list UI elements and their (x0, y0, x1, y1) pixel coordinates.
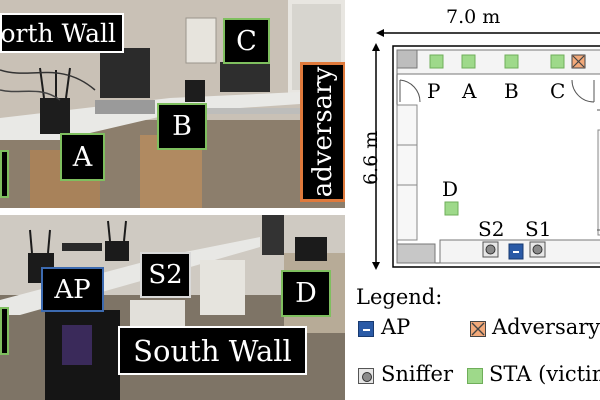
room-outline (392, 45, 600, 268)
north-desk (396, 49, 600, 75)
sta-d-marker (444, 201, 459, 216)
station-b-label: B (157, 103, 207, 150)
legend-adversary-label: Adversary (492, 315, 600, 339)
plan-label-c: C (550, 79, 566, 103)
north-wall-label: North Wall (0, 13, 124, 53)
station-c-label: C (223, 18, 270, 64)
sta-b-marker (504, 54, 519, 69)
legend-sta-label: STA (victim) (489, 362, 600, 386)
floor-plan (372, 29, 600, 270)
station-d-label: D (281, 270, 331, 317)
legend-title: Legend: (356, 285, 443, 309)
plan-label-p: P (427, 79, 441, 103)
partial-station-label-south (0, 307, 9, 355)
legend-sniffer-icon (358, 368, 374, 384)
door-swing-right (571, 79, 595, 103)
legend-sniffer-label: Sniffer (381, 362, 454, 386)
station-a-label: A (60, 133, 105, 181)
ap-label: AP (41, 267, 104, 312)
legend-sta-icon (467, 368, 483, 384)
room-height-label: 6.6 m (360, 130, 382, 185)
sta-a-marker (461, 54, 476, 69)
room-width-label: 7.0 m (446, 6, 501, 28)
sta-c-marker (550, 54, 565, 69)
adversary-label: adversary (300, 62, 345, 202)
south-wall-label: South Wall (118, 326, 307, 375)
adversary-label-text: adversary (308, 66, 338, 198)
legend-adversary-icon (470, 321, 486, 337)
plan-label-s2: S2 (478, 217, 505, 241)
plan-label-a: A (462, 79, 477, 103)
plan-label-s1: S1 (525, 217, 552, 241)
legend-ap-label: AP (381, 315, 411, 339)
north-wall-photo: North Wall A B C adversary (0, 0, 345, 208)
sniffer-s2-label: S2 (140, 252, 191, 298)
partial-station-label (0, 150, 9, 198)
door-swing-left (399, 79, 421, 103)
plan-label-d: D (442, 177, 459, 201)
legend-ap-icon (358, 321, 374, 337)
sta-p-marker (429, 54, 444, 69)
plan-label-b: B (504, 79, 519, 103)
